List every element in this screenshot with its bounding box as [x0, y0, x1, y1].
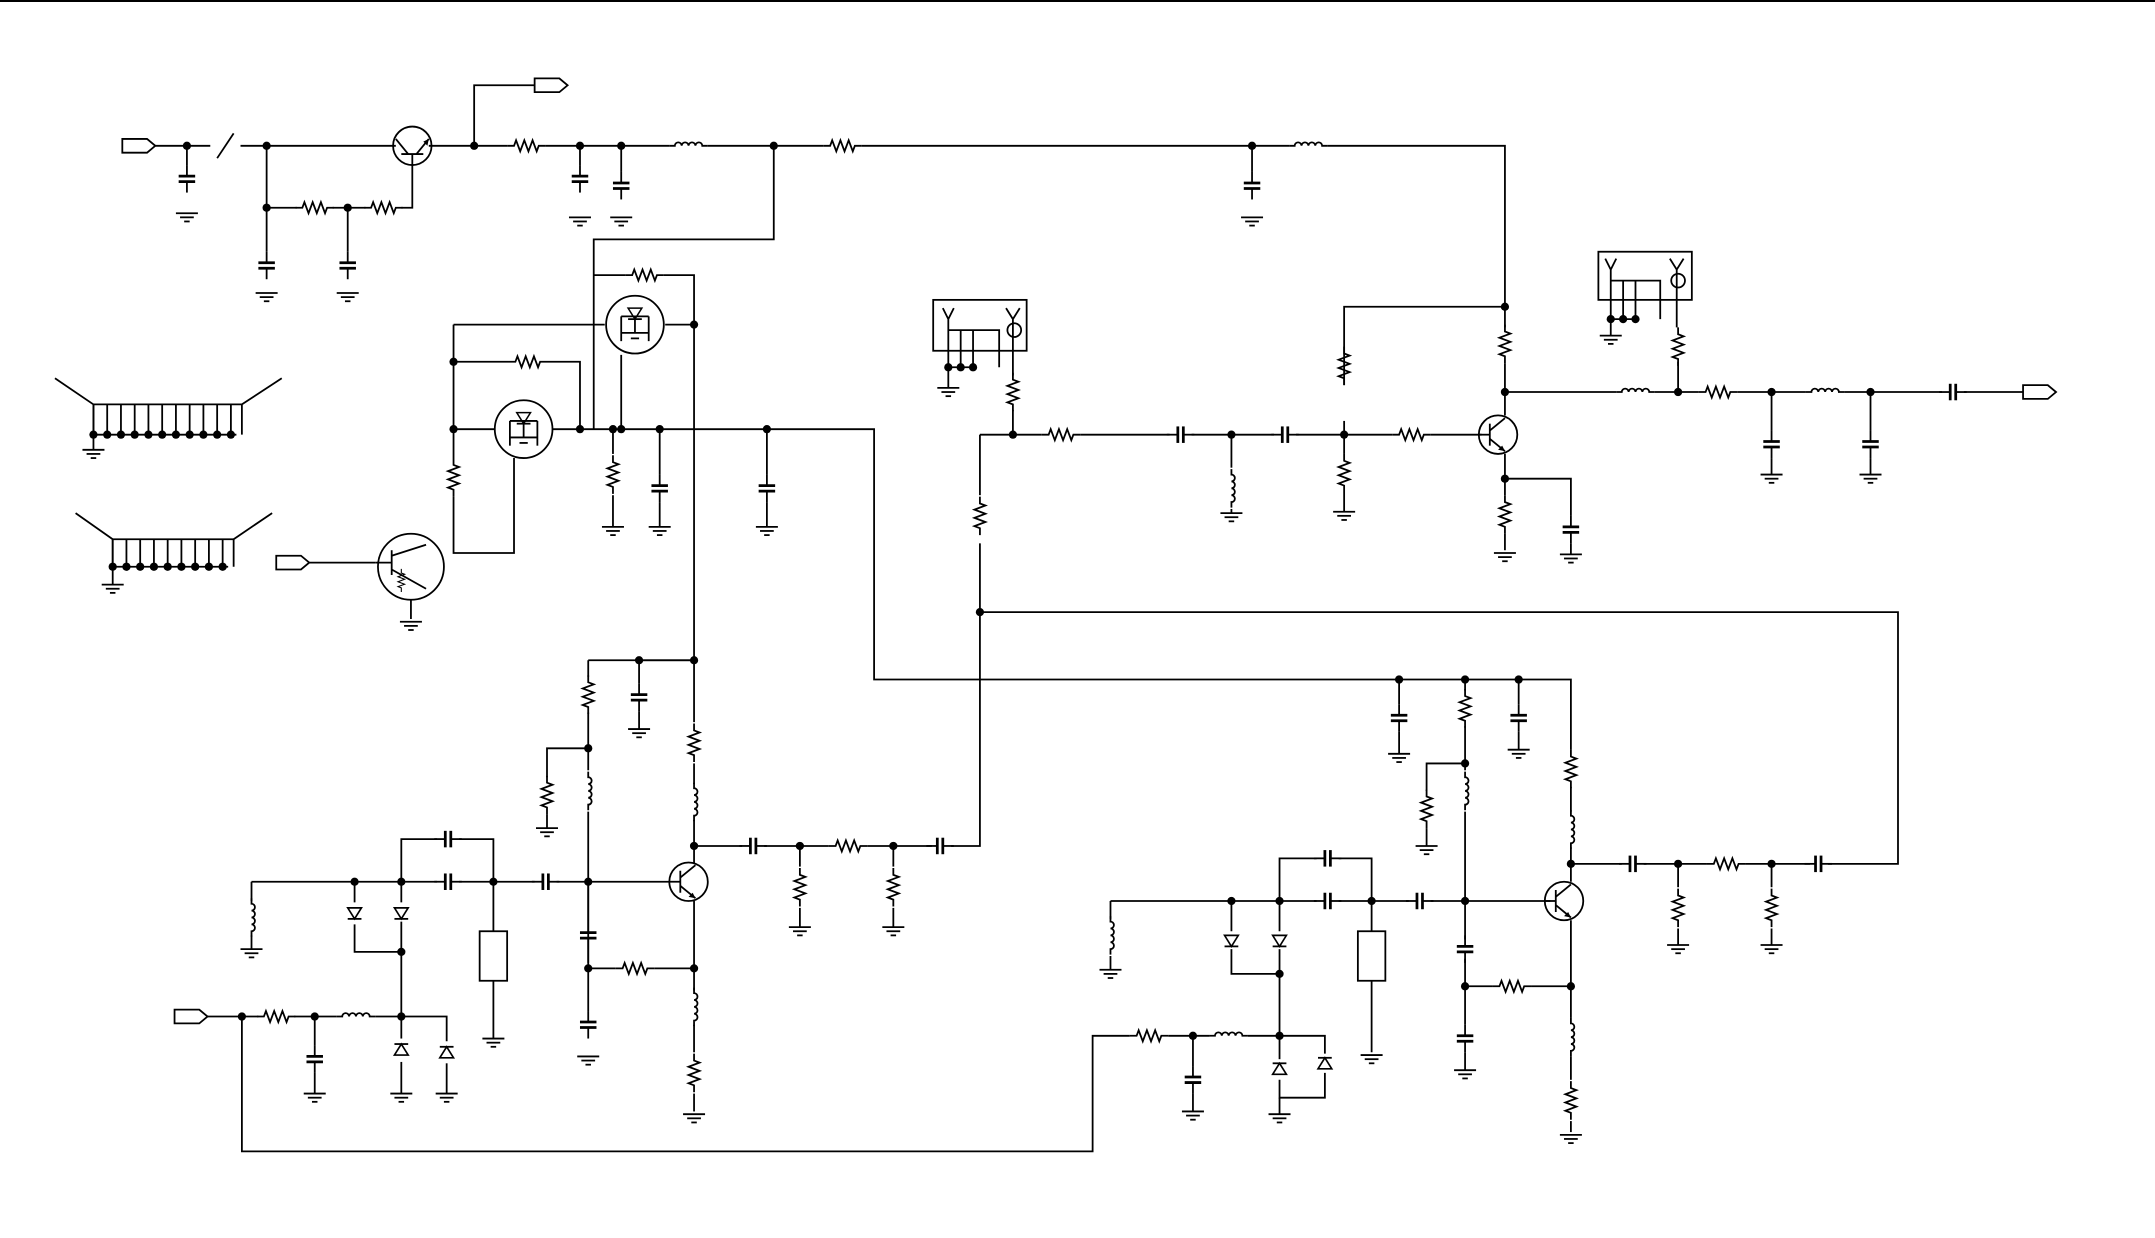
crystal-left [480, 931, 507, 981]
diodes [348, 908, 1332, 1074]
transistor-input-buffer [393, 127, 431, 166]
transistor-osc-left [669, 862, 707, 901]
ground-symbols [176, 213, 1882, 1143]
crystal-right [1358, 931, 1385, 981]
transistor-switch-circle [378, 534, 444, 600]
terminal-strip-upper [82, 404, 241, 458]
connector-blocks [933, 252, 1692, 396]
transistor-output-amp [1479, 415, 1517, 454]
mosfet-lower [495, 400, 553, 458]
input-port-mid-left [276, 556, 309, 570]
terminal-strips [82, 404, 241, 592]
inductors [252, 142, 1845, 1056]
mosfet-upper [606, 296, 664, 354]
input-port-top-left [122, 139, 155, 153]
junction-dots [183, 142, 1875, 1040]
output-port-right [2023, 385, 2056, 399]
wires [55, 85, 2023, 1151]
input-port-bottom-left [175, 1010, 208, 1024]
transistor-osc-right [1545, 882, 1583, 921]
output-port-top [535, 78, 568, 92]
capacitors [179, 165, 1967, 1094]
connector-block-right [1598, 252, 1691, 300]
resistors [257, 140, 1777, 1119]
